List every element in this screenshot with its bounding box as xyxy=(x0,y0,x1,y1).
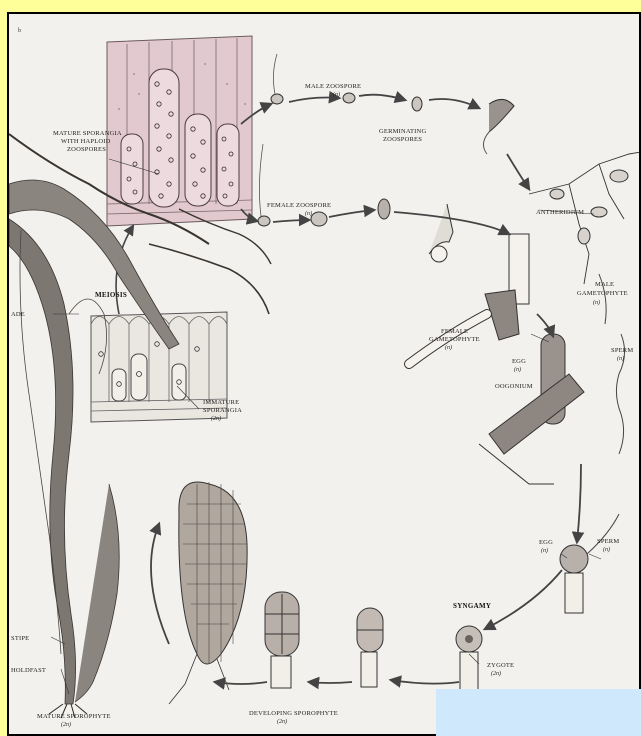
label-male-zoospore: MALE ZOOSPORE xyxy=(305,83,361,90)
label-holdfast: HOLDFAST xyxy=(11,667,46,674)
label-egg-top: EGG xyxy=(512,358,526,365)
germinating-zoospores xyxy=(429,99,514,262)
label-developing-sporophyte-ploidy: (2n) xyxy=(277,718,287,725)
label-female-zoospore: FEMALE ZOOSPORE xyxy=(267,202,331,209)
label-male-gametophyte-ploidy: (n) xyxy=(593,299,600,306)
label-egg-top-ploidy: (n) xyxy=(514,366,521,373)
label-blade: ADE xyxy=(11,311,25,318)
label-immature-sporangia-2: SPORANGIA xyxy=(203,407,242,414)
label-sperm-bottom: SPERM xyxy=(597,538,619,545)
developing-sporophyte xyxy=(169,482,383,704)
label-antheridium: ANTHERIDIUM xyxy=(536,209,584,216)
label-male-gametophyte-2: GAMETOPHYTE xyxy=(577,290,628,297)
label-sperm-top-ploidy: (n) xyxy=(617,355,624,362)
label-male-gametophyte-1: MALE xyxy=(595,281,614,288)
label-meiosis: MEIOSIS xyxy=(95,291,127,299)
label-sperm-bottom-ploidy: (n) xyxy=(603,546,610,553)
label-stipe: STIPE xyxy=(11,635,29,642)
sperm xyxy=(599,274,625,454)
label-egg-bottom: EGG xyxy=(539,539,553,546)
label-syngamy: SYNGAMY xyxy=(453,602,491,610)
label-zygote: ZYGOTE xyxy=(487,662,514,669)
label-mature-sporophyte: MATURE SPOROPHYTE xyxy=(37,713,111,720)
female-gametophyte xyxy=(409,234,529,364)
zygote xyxy=(456,626,482,692)
label-female-gametophyte-1: FEMALE xyxy=(441,328,468,335)
label-germinating-1: GERMINATING xyxy=(379,128,426,135)
label-zygote-ploidy: (2n) xyxy=(491,670,501,677)
oogonium xyxy=(479,334,584,484)
label-egg-bottom-ploidy: (n) xyxy=(541,547,548,554)
label-sperm-top: SPERM xyxy=(611,347,633,354)
mature-sporangia-tissue xyxy=(107,36,252,226)
label-mature-sporangia-1: MATURE SPORANGIA xyxy=(53,130,122,137)
label-oogonium: OOGONIUM xyxy=(495,383,533,390)
label-developing-sporophyte: DEVELOPING SPOROPHYTE xyxy=(249,710,338,717)
label-male-zoospore-ploidy: (n) xyxy=(333,91,340,98)
overlay-box xyxy=(436,689,641,736)
life-cycle-diagram: MATURE SPORANGIA WITH HAPLOID ZOOSPORES … xyxy=(9,14,641,736)
label-germinating-2: ZOOSPORES xyxy=(383,136,422,143)
label-immature-sporangia-ploidy: (2n) xyxy=(211,415,221,422)
label-mature-sporangia-3: ZOOSPORES xyxy=(67,146,106,153)
label-mature-sporophyte-ploidy: (2n) xyxy=(61,721,71,728)
label-immature-sporangia-1: IMMATURE xyxy=(203,399,239,406)
label-female-gametophyte-2: GAMETOPHYTE xyxy=(429,336,480,343)
female-zoospore xyxy=(258,144,390,226)
egg-fertilization xyxy=(560,514,619,613)
label-mature-sporangia-2: WITH HAPLOID xyxy=(61,138,111,145)
label-female-gametophyte-ploidy: (n) xyxy=(445,344,452,351)
male-gametophyte xyxy=(529,152,641,284)
kelp-life-cycle-figure: b xyxy=(7,12,641,736)
label-female-zoospore-ploidy: (n) xyxy=(305,210,312,217)
